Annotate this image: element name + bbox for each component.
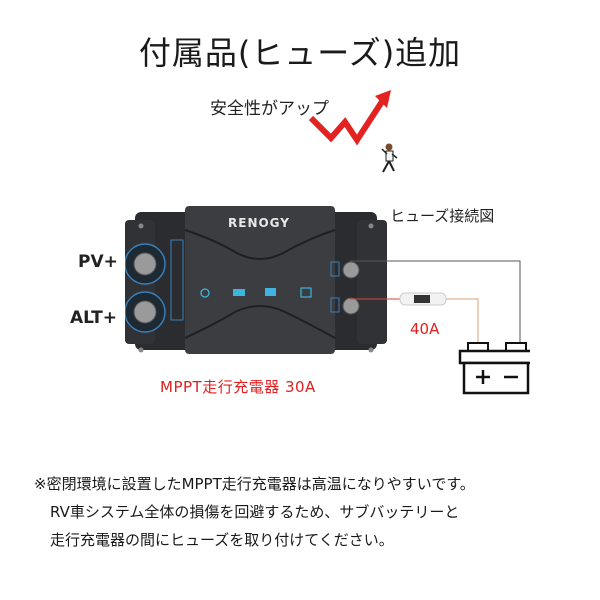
mppt-charger-device	[125, 206, 387, 354]
fuse-diagram-title: ヒューズ接続図	[390, 207, 495, 225]
caution-note: ※密閉環境に設置したMPPT走行充電器は高温になりやすいです。 RV車システム全…	[34, 470, 594, 554]
running-person-icon	[381, 143, 398, 173]
brand-logo: RENOGY	[228, 216, 290, 230]
note-line-2: RV車システム全体の損傷を回避するため、サブバッテリーと	[50, 503, 460, 521]
page-title: 付属品(ヒューズ)追加	[138, 34, 462, 72]
fuse-rating: 40A	[410, 320, 440, 338]
pv-terminal-label: PV+	[78, 252, 118, 272]
alt-terminal-label: ALT+	[70, 308, 118, 328]
safety-subtitle: 安全性がアップ	[210, 99, 329, 119]
note-line-1: ※密閉環境に設置したMPPT走行充電器は高温になりやすいです。	[34, 475, 475, 493]
wiring-diagram	[350, 260, 530, 395]
note-line-3: 走行充電器の間にヒューズを取り付けてください。	[50, 531, 394, 549]
rising-arrow-icon	[308, 90, 391, 146]
product-name: MPPT走行充電器 30A	[160, 378, 316, 396]
